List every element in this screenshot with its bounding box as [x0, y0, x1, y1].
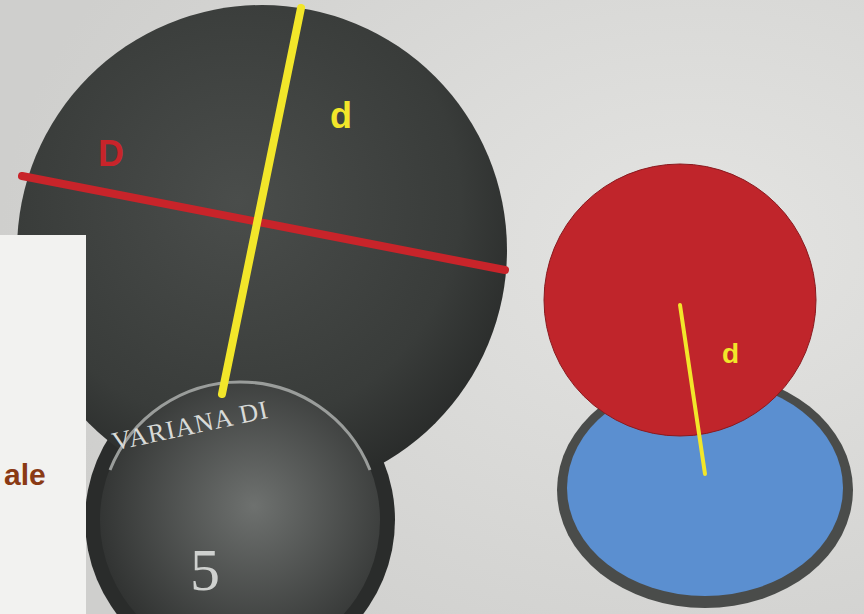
diameter-line	[222, 8, 301, 394]
coin-strike	[100, 380, 380, 614]
coin-edge	[110, 382, 370, 470]
cut-text: ale	[4, 460, 46, 490]
dimension-label: D	[98, 136, 124, 172]
coin-numeral: 5	[190, 540, 221, 600]
dimension-label: d	[330, 98, 352, 134]
dimension-label: d	[722, 340, 739, 368]
side-panel	[0, 235, 86, 614]
blank-disc	[544, 164, 816, 436]
coin-blank	[17, 5, 507, 495]
diameter-line	[680, 305, 705, 474]
